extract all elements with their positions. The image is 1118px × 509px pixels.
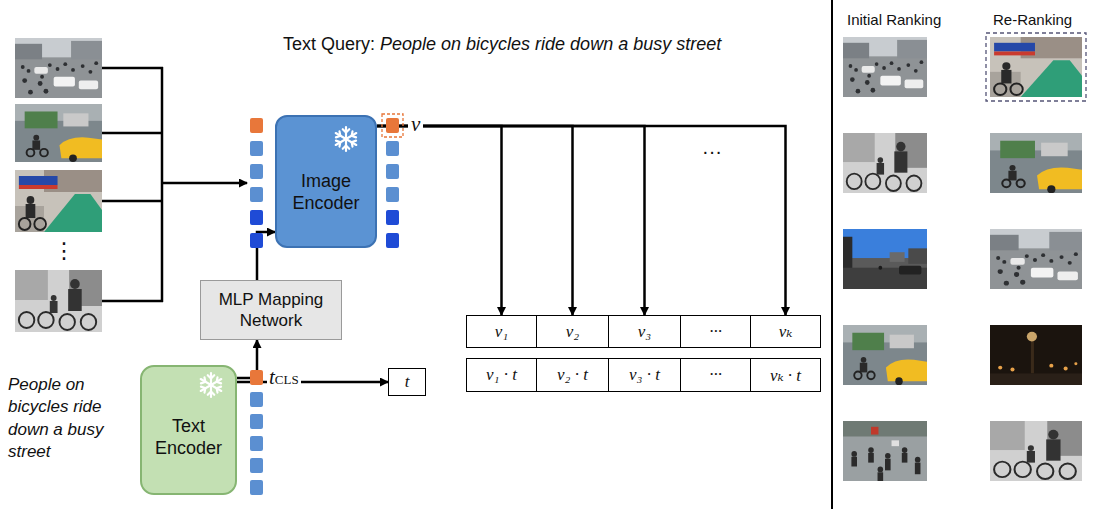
street-photo [15,270,102,332]
image-feed-lines [102,67,247,302]
node-text: v₁ · t [486,365,517,385]
table-cell: v₃ · t [608,358,681,392]
highlight-box [986,33,1086,101]
node-text: MLP Mapping Network [209,289,333,332]
panel-divider [831,0,833,509]
node-text: Text Encoder [148,416,229,459]
node-text: v₃ [638,322,651,342]
table-cell: ··· [680,315,751,348]
text-tokens [250,370,263,495]
street-photo [15,38,102,98]
vector-symbol: v [408,113,423,136]
ranked-photo [843,325,927,385]
ranked-photo [990,325,1082,385]
encoder-box: Text Encoder [140,365,237,495]
table-cell: ··· [680,358,751,392]
street-photo [15,170,102,232]
token-symbol: tCLS [267,364,301,391]
ranked-photo [843,133,927,193]
query-text: People on bicycles ride down a busy stre… [380,34,721,55]
output-tokens [382,114,403,248]
node-text: Image Encoder [283,171,369,214]
table-cell: v₂ [536,315,609,348]
connector-arrow [257,232,275,280]
table-cell: vₖ [750,315,821,348]
connector-arrow [237,381,388,384]
ranked-photo [990,229,1082,289]
ranked-photo [843,421,927,481]
connector-arrow [377,126,573,315]
node-text: ··· [709,365,722,385]
ranked-photo [990,133,1082,193]
connector-arrow [377,126,786,315]
initial-ranking-images [843,37,927,481]
connector-arrow [377,126,502,315]
connector-arrow [377,126,645,315]
column-heading: Re-Ranking [993,11,1072,28]
re-ranking-images [986,33,1086,481]
node-text: v₃ · t [629,365,660,385]
table-cell: v₁ [466,315,537,348]
node-text: v₂ [566,322,579,342]
node-text: v₂ · t [557,365,588,385]
ellipsis: ⋮ [53,238,75,264]
node-text: t [405,372,410,392]
table-cell: v₂ · t [536,358,609,392]
ranked-photo [843,37,927,97]
table-cell: vₖ · t [750,358,821,392]
connector-arrow [237,340,257,378]
column-heading: Initial Ranking [847,11,941,28]
vector-box: t [388,368,426,396]
ranked-photo [990,421,1082,481]
street-photo [15,104,102,162]
table-cell: v₁ · t [466,358,537,392]
node-text: v₁ [495,322,508,342]
encoder-box: Image Encoder [275,115,377,248]
table-cell: v₃ [608,315,681,348]
input-images [15,38,102,332]
node-text: vₖ · t [770,365,801,386]
node-text: vₖ [779,321,793,342]
input-tokens [250,118,263,248]
ranked-photo [843,229,927,289]
node-text: ··· [709,322,722,342]
ellipsis: ··· [702,140,722,163]
caption-text: People on bicycles ride down a busy stre… [8,374,133,464]
query-label: Text Query: [283,34,375,55]
ranked-photo [990,37,1082,97]
mapping-network-box: MLP Mapping Network [200,280,342,340]
